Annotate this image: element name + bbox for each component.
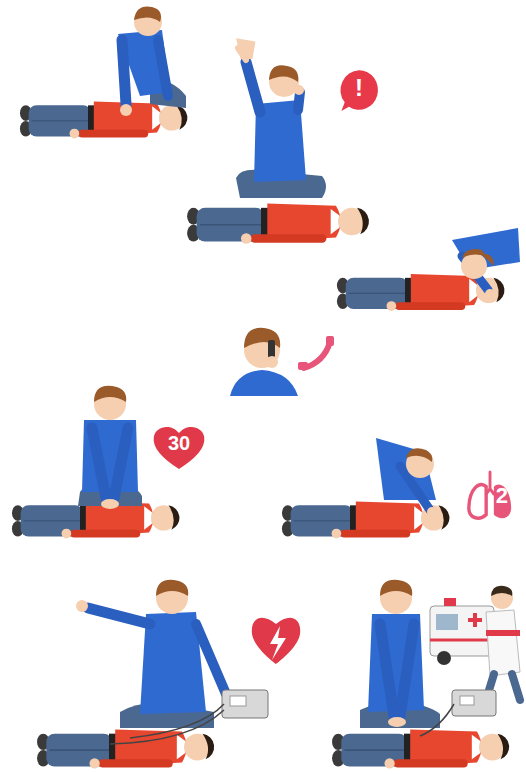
- breath-lungs: 2: [466, 470, 514, 522]
- scene-phone-emergency: [230, 328, 334, 396]
- step-count-text: 2: [496, 485, 508, 507]
- step-count-text: 30: [168, 433, 190, 453]
- scene-call-for-help: [187, 42, 369, 244]
- alert-bubble: !: [338, 68, 380, 112]
- scene-ambulance-arrives: [332, 580, 520, 769]
- scene-check-response: [20, 7, 187, 139]
- scene-aed: [37, 580, 300, 769]
- step-count-text: !: [355, 76, 363, 100]
- scene-chest-compressions: [12, 386, 179, 539]
- compression-heart: 30: [151, 422, 207, 472]
- scene-rescue-breaths: [282, 438, 449, 538]
- scene-check-breathing: [337, 228, 520, 311]
